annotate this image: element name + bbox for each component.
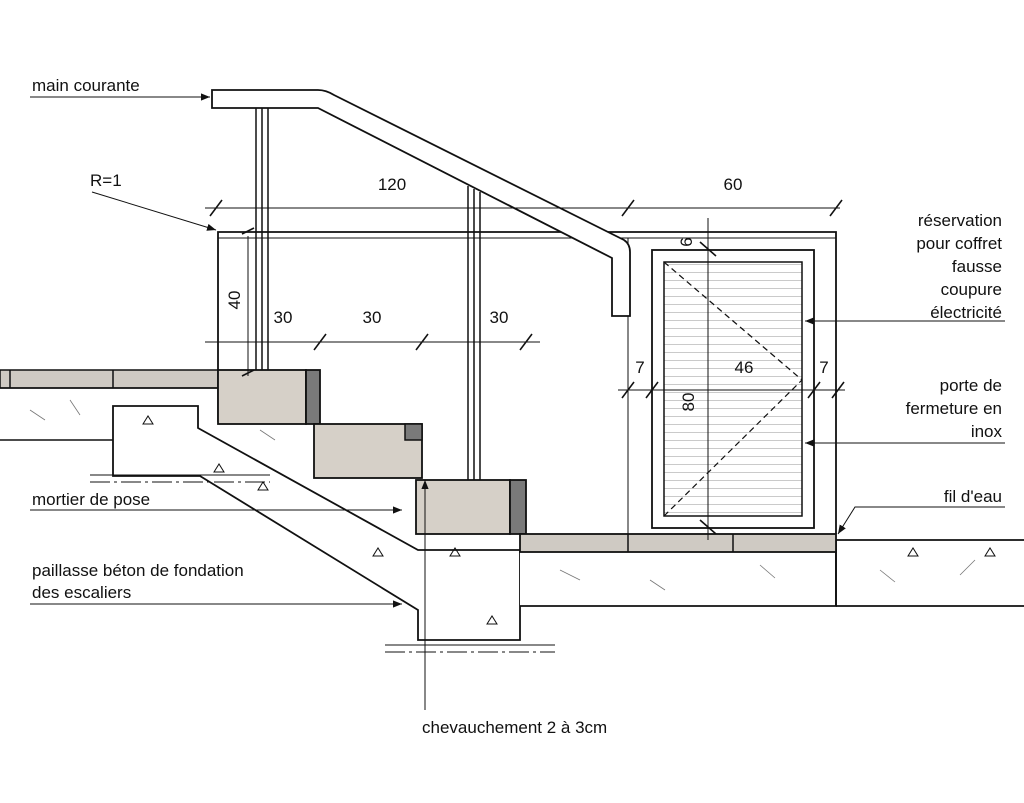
- label-fil-eau: fil d'eau: [944, 487, 1002, 506]
- label-reservation-5: électricité: [930, 303, 1002, 322]
- tread-1-nose: [305, 369, 321, 425]
- label-porte-3: inox: [971, 422, 1003, 441]
- dim-30-a: 30: [274, 308, 293, 327]
- label-reservation-4: coupure: [941, 280, 1002, 299]
- label-mortier: mortier de pose: [32, 490, 150, 509]
- label-r1: R=1: [90, 171, 122, 190]
- label-paillasse-1: paillasse béton de fondation: [32, 561, 244, 580]
- dim-46: 46: [735, 358, 754, 377]
- dim-6: 6: [677, 237, 696, 246]
- dim-40: 40: [225, 291, 244, 310]
- ground-left: [0, 369, 219, 441]
- label-porte-2: fermeture en: [906, 399, 1002, 418]
- label-reservation-3: fausse: [952, 257, 1002, 276]
- dim-7-b: 7: [819, 358, 828, 377]
- coping-right: [519, 533, 837, 553]
- dim-7-a: 7: [635, 358, 644, 377]
- tread-3: [415, 479, 511, 535]
- dim-30-b: 30: [363, 308, 382, 327]
- dim-80: 80: [679, 393, 698, 412]
- tread-2-nose: [404, 423, 423, 441]
- axis-lines: [90, 474, 555, 653]
- handrail: [211, 89, 631, 480]
- leader-lines: [30, 93, 1005, 710]
- tread-2: [313, 423, 423, 479]
- label-main-courante: main courante: [32, 76, 140, 95]
- label-reservation-2: pour coffret: [916, 234, 1002, 253]
- tread-3-nose: [509, 479, 527, 535]
- electric-box: [651, 249, 815, 529]
- foundation-slab: [29, 399, 1024, 641]
- dim-60: 60: [724, 175, 743, 194]
- label-chevauchement: chevauchement 2 à 3cm: [422, 718, 607, 737]
- label-reservation-1: réservation: [918, 211, 1002, 230]
- dim-30-c: 30: [490, 308, 509, 327]
- dim-120: 120: [378, 175, 406, 194]
- tread-1: [217, 369, 307, 425]
- label-porte-1: porte de: [940, 376, 1002, 395]
- label-paillasse-2: des escaliers: [32, 583, 131, 602]
